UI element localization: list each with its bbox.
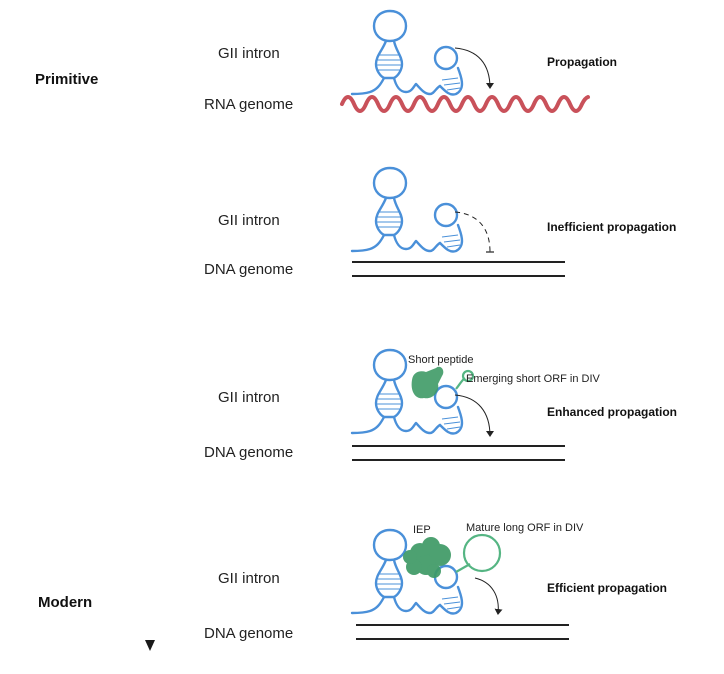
era-label-modern: Modern [38,594,93,611]
stage-4-intron-label: GII intron [218,570,280,587]
stage-2-intron-label: GII intron [218,212,280,229]
stage-4-intron [350,528,464,615]
mature-orf-label: Mature long ORF in DIV [466,522,584,534]
emerging-orf-label: Emerging short ORF in DIV [466,373,600,385]
timeline-arrowhead [145,640,155,651]
stage-4-arrow [474,577,503,615]
stage-3-intron-label: GII intron [218,389,280,406]
emerging-orf-loop [461,369,475,383]
stage-2-dashed-inhibited-arrow [454,211,495,253]
stage-1-intron-label: GII intron [218,45,280,62]
stage-2-genome-label: DNA genome [204,261,294,278]
stage-4-outcome-label: Efficient propagation [547,581,667,595]
stage-2-intron [350,166,464,253]
rna-genome-wave [340,95,590,113]
iep-protein-cluster [403,537,451,578]
stage-1-arrow [454,47,494,89]
iep-label: IEP [413,524,431,536]
stage-4-genome-label: DNA genome [204,625,294,642]
stage-3-genome-label: DNA genome [204,444,294,461]
mature-orf-loop [462,533,502,573]
stage-2-outcome-label: Inefficient propagation [547,220,677,234]
stage-3-outcome-label: Enhanced propagation [547,405,678,419]
stage-1-intron [350,9,464,96]
short-peptide-label: Short peptide [408,354,474,366]
era-label-primitive: Primitive [35,71,99,88]
stage-3-arrow [454,394,494,437]
stage-1-genome-label: RNA genome [204,96,294,113]
stage-1-outcome-label: Propagation [547,55,618,69]
short-peptide-shape [411,366,444,399]
